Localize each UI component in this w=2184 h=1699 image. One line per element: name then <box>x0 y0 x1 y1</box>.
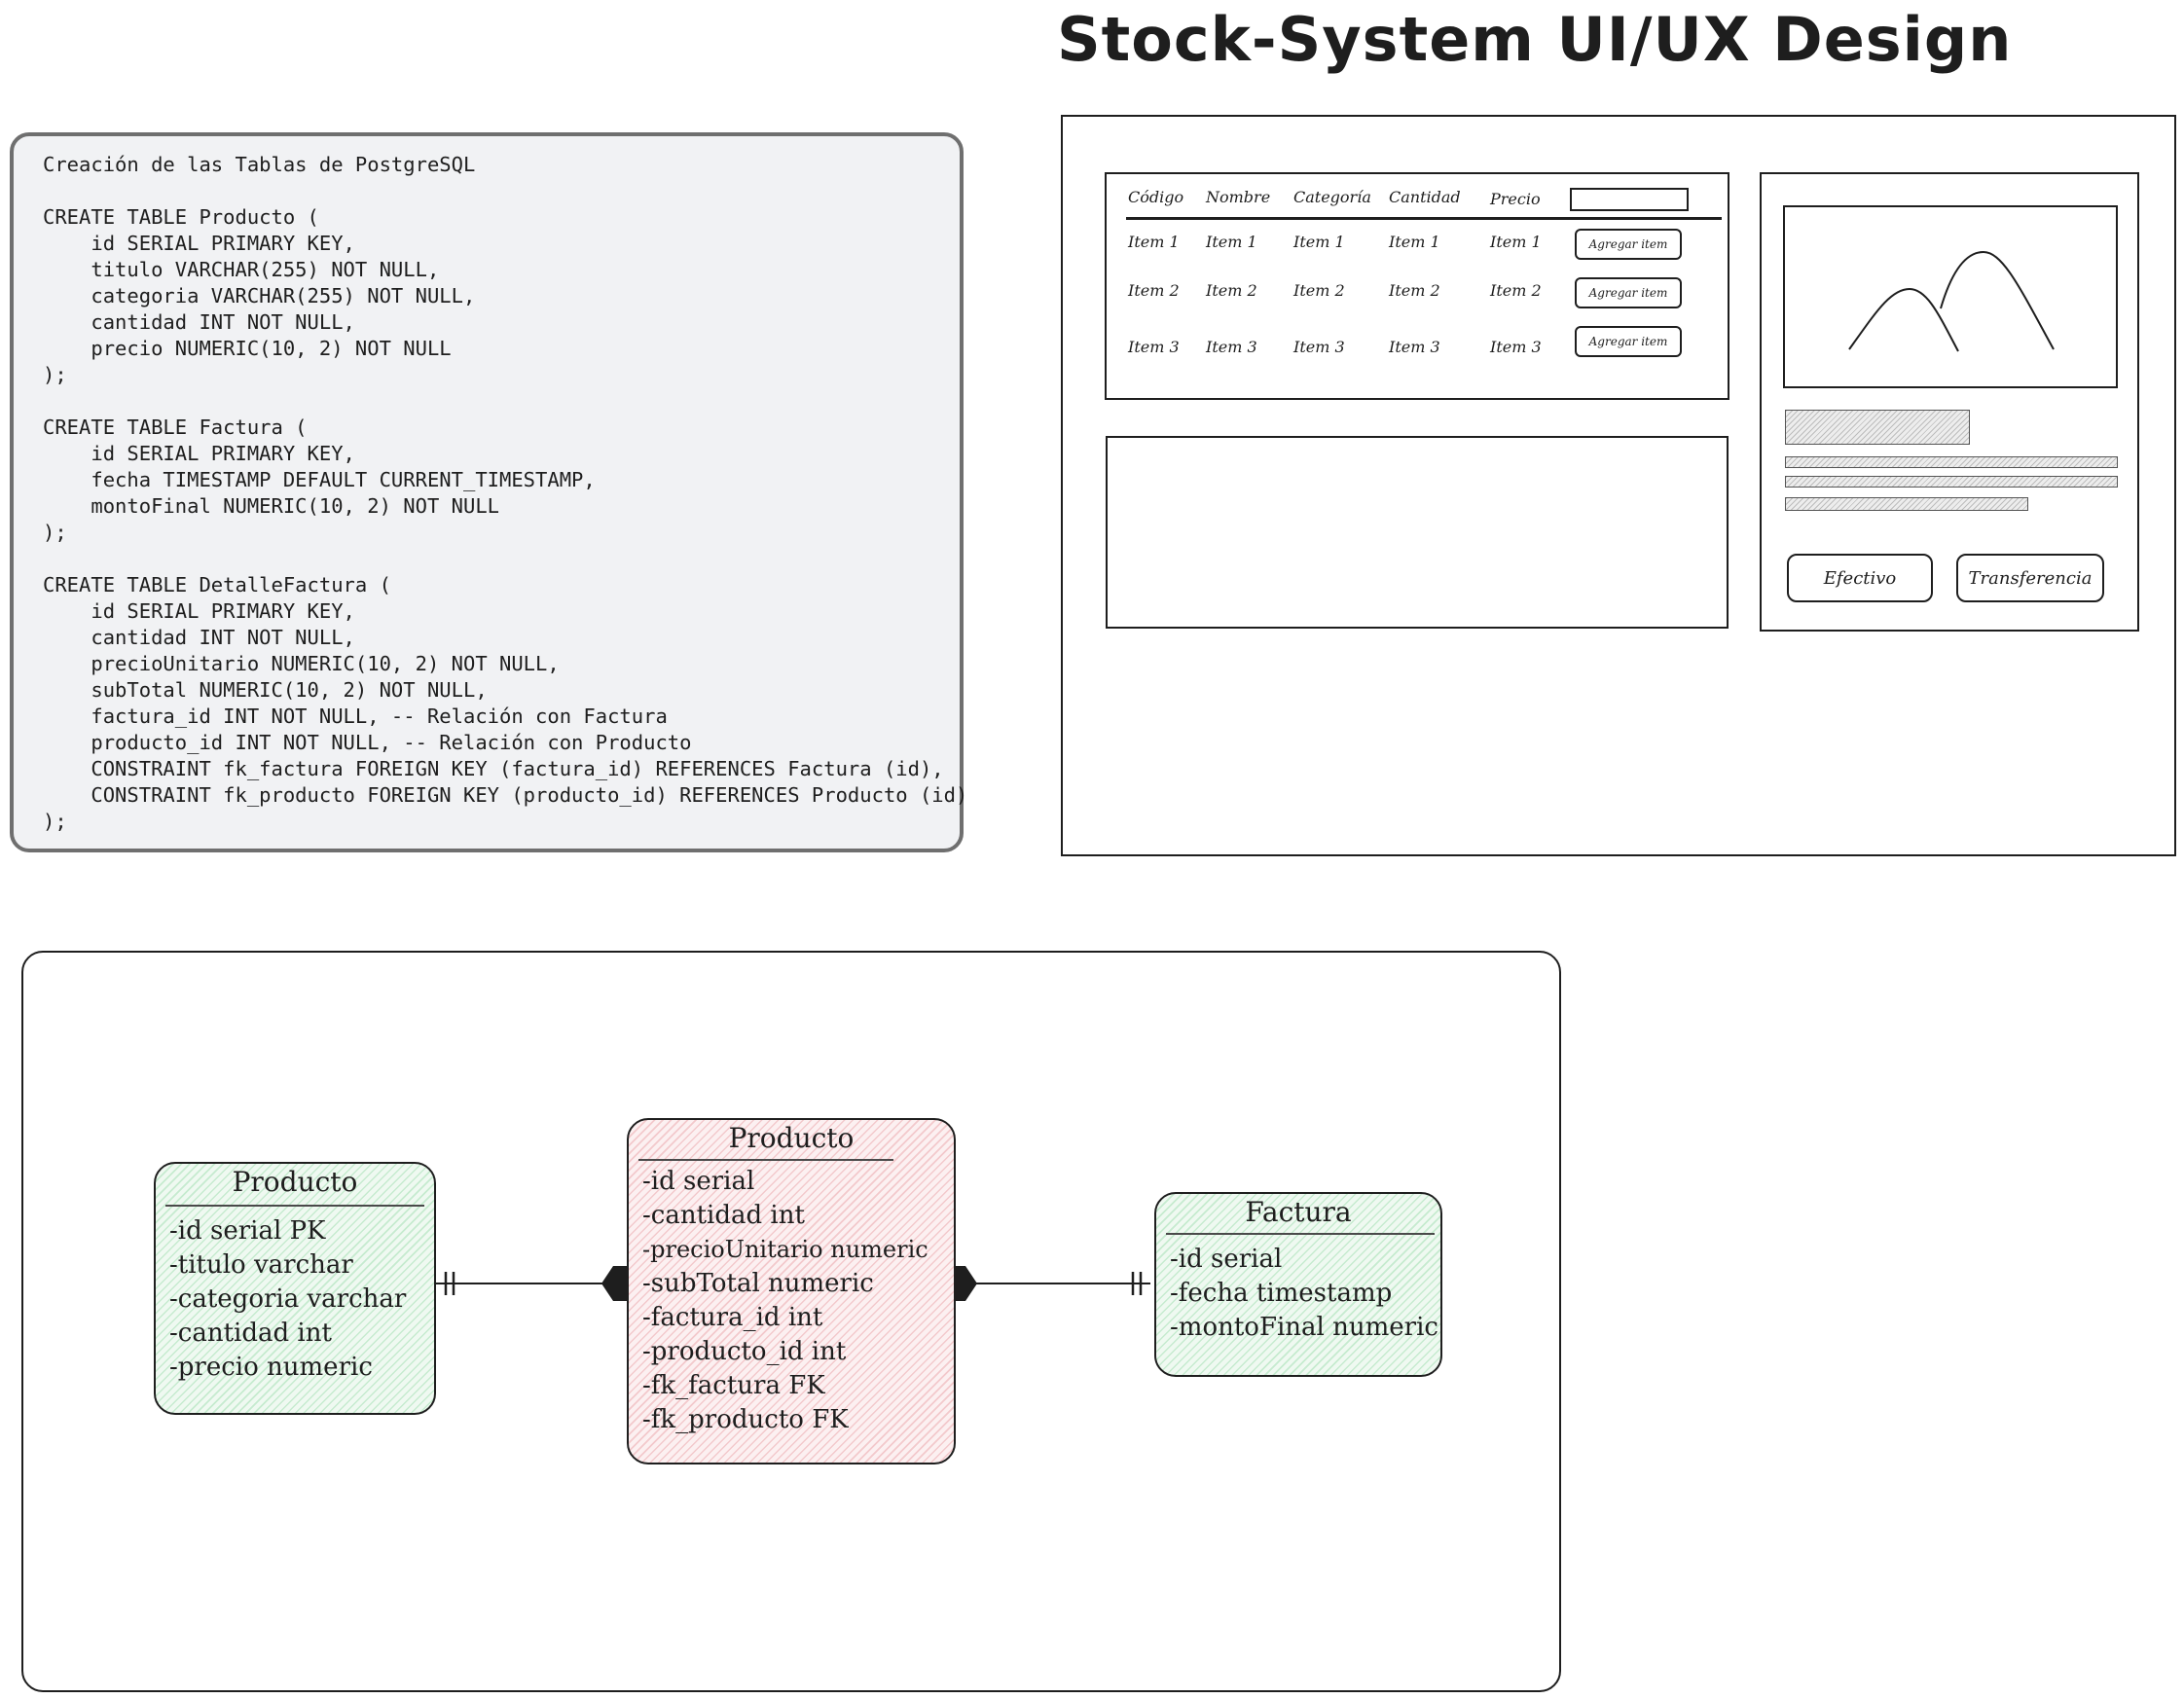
table-search-input[interactable] <box>1570 188 1689 211</box>
add-item-button[interactable]: Agregar item <box>1575 229 1682 260</box>
entity-attribute: -fk_factura FK <box>642 1371 825 1400</box>
entity-attribute: -id serial PK <box>169 1216 326 1246</box>
entity-attribute: -producto_id int <box>642 1337 847 1366</box>
sql-code-panel: Creación de las Tablas de PostgreSQL CRE… <box>10 132 967 852</box>
sql-line: precio NUMERIC(10, 2) NOT NULL <box>43 337 452 360</box>
sql-line: ); <box>43 521 67 544</box>
sql-line: factura_id INT NOT NULL, -- Relación con… <box>43 705 668 728</box>
sql-line: titulo VARCHAR(255) NOT NULL, <box>43 258 440 281</box>
header-precio: Precio <box>1490 190 1541 208</box>
entity-attribute: -cantidad int <box>169 1319 332 1348</box>
sql-line: categoria VARCHAR(255) NOT NULL, <box>43 284 476 307</box>
entity-divider <box>638 1159 893 1161</box>
product-detail-panel: Efectivo Transferencia <box>1760 172 2139 632</box>
title-placeholder-bar <box>1785 410 1970 445</box>
sql-line: id SERIAL PRIMARY KEY, <box>43 599 355 623</box>
sql-line: precioUnitario NUMERIC(10, 2) NOT NULL, <box>43 652 560 675</box>
entity-name: Producto <box>728 1122 855 1154</box>
sql-line: CREATE TABLE DetalleFactura ( <box>43 573 391 596</box>
text-placeholder-bar <box>1785 456 2118 468</box>
table-cell: Item 3 <box>1206 338 1257 356</box>
cash-payment-button[interactable]: Efectivo <box>1787 554 1933 602</box>
table-cell: Item 2 <box>1206 281 1257 300</box>
sql-heading: Creación de las Tablas de PostgreSQL <box>43 153 476 176</box>
sql-line: ); <box>43 810 67 833</box>
entity-detalle-factura: Producto -id serial -cantidad int -preci… <box>627 1118 956 1464</box>
header-codigo: Código <box>1128 188 1184 206</box>
image-placeholder <box>1783 205 2118 388</box>
entity-name: Factura <box>1245 1196 1352 1228</box>
table-cell: Item 1 <box>1389 233 1440 251</box>
invoice-detail-area <box>1106 436 1729 629</box>
entity-attribute: -fk_producto FK <box>642 1405 849 1434</box>
table-cell: Item 2 <box>1293 281 1345 300</box>
sql-line: montoFinal NUMERIC(10, 2) NOT NULL <box>43 494 499 518</box>
sql-line: ); <box>43 363 67 386</box>
entity-attribute: -precio numeric <box>169 1353 373 1382</box>
header-cantidad: Cantidad <box>1389 188 1461 206</box>
entity-attribute: -titulo varchar <box>169 1250 353 1280</box>
table-cell: Item 2 <box>1389 281 1440 300</box>
mountain-icon <box>1848 250 2055 352</box>
transfer-payment-button[interactable]: Transferencia <box>1956 554 2104 602</box>
entity-divider <box>1166 1233 1435 1235</box>
entity-factura: Factura -id serial -fecha timestamp -mon… <box>1154 1192 1442 1377</box>
table-cell: Item 3 <box>1389 338 1440 356</box>
sql-line: id SERIAL PRIMARY KEY, <box>43 442 355 465</box>
sql-line: cantidad INT NOT NULL, <box>43 310 355 334</box>
relationship-lines <box>436 1266 1150 1301</box>
entity-producto: Producto -id serial PK -titulo varchar -… <box>154 1162 436 1415</box>
table-header-divider <box>1126 217 1722 220</box>
page-title: Stock-System UI/UX Design <box>1057 4 2013 75</box>
entity-divider <box>165 1205 424 1207</box>
entity-attribute: -precioUnitario numeric <box>642 1236 928 1263</box>
add-item-button[interactable]: Agregar item <box>1575 326 1682 357</box>
text-placeholder-bar <box>1785 476 2118 488</box>
table-cell: Item 1 <box>1293 233 1345 251</box>
table-cell: Item 1 <box>1128 233 1180 251</box>
table-cell: Item 2 <box>1128 281 1180 300</box>
entity-attribute: -id serial <box>642 1167 755 1196</box>
header-categoria: Categoría <box>1293 188 1371 206</box>
add-item-button[interactable]: Agregar item <box>1575 277 1682 308</box>
text-placeholder-bar <box>1785 497 2028 511</box>
entity-attributes: -id serial PK -titulo varchar -categoria… <box>169 1214 406 1385</box>
entity-attribute: -categoria varchar <box>169 1284 407 1314</box>
entity-attribute: -subTotal numeric <box>642 1269 874 1298</box>
header-nombre: Nombre <box>1206 188 1271 206</box>
table-cell: Item 1 <box>1490 233 1542 251</box>
table-cell: Item 2 <box>1490 281 1542 300</box>
product-table: Código Nombre Categoría Cantidad Precio … <box>1105 172 1729 400</box>
entity-attributes: -id serial -fecha timestamp -montoFinal … <box>1170 1243 1438 1345</box>
table-cell: Item 3 <box>1490 338 1542 356</box>
sql-line: producto_id INT NOT NULL, -- Relación co… <box>43 731 692 754</box>
sql-statements: CREATE TABLE Producto ( id SERIAL PRIMAR… <box>43 205 967 833</box>
entity-attribute: -cantidad int <box>642 1201 805 1230</box>
sql-code-text: Creación de las Tablas de PostgreSQL CRE… <box>43 152 967 835</box>
er-diagram-frame: Producto -id serial PK -titulo varchar -… <box>21 951 1561 1692</box>
sql-line: CONSTRAINT fk_producto FOREIGN KEY (prod… <box>43 783 968 807</box>
entity-attribute: -fecha timestamp <box>1170 1279 1393 1308</box>
entity-attribute: -factura_id int <box>642 1303 823 1332</box>
entity-name: Producto <box>232 1166 358 1198</box>
sql-line: id SERIAL PRIMARY KEY, <box>43 232 355 255</box>
wireframe-screen: Código Nombre Categoría Cantidad Precio … <box>1061 115 2176 856</box>
sql-line: CONSTRAINT fk_factura FOREIGN KEY (factu… <box>43 757 944 780</box>
sql-line: CREATE TABLE Producto ( <box>43 205 319 229</box>
entity-attributes: -id serial -cantidad int -precioUnitario… <box>642 1165 928 1437</box>
entity-attribute: -montoFinal numeric <box>1170 1313 1438 1342</box>
sql-line: cantidad INT NOT NULL, <box>43 626 355 649</box>
sql-line: subTotal NUMERIC(10, 2) NOT NULL, <box>43 678 488 702</box>
table-cell: Item 3 <box>1293 338 1345 356</box>
table-cell: Item 3 <box>1128 338 1180 356</box>
table-cell: Item 1 <box>1206 233 1257 251</box>
sql-line: CREATE TABLE Factura ( <box>43 416 308 439</box>
entity-attribute: -id serial <box>1170 1245 1283 1274</box>
sql-line: fecha TIMESTAMP DEFAULT CURRENT_TIMESTAM… <box>43 468 596 491</box>
